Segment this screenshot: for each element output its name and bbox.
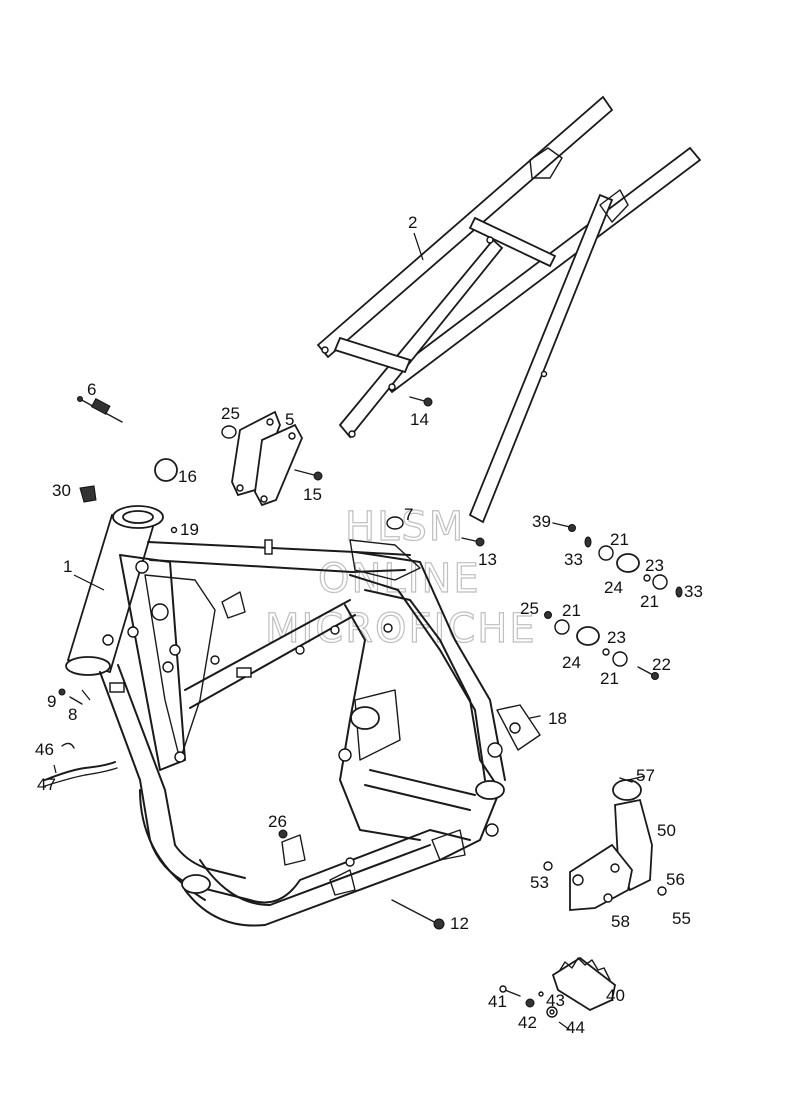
leader-lines	[53, 232, 646, 1031]
callout-33-b: 33	[684, 582, 703, 601]
callout-24-a: 24	[604, 578, 623, 597]
callout-21-a: 21	[610, 530, 629, 549]
callout-42: 42	[518, 1013, 537, 1032]
callout-labels: 1 2 5 6 7 8 9 12 13 14 15 16 18 19 21 21…	[35, 213, 703, 1037]
callout-24-b: 24	[562, 653, 581, 672]
callout-12: 12	[450, 914, 469, 933]
callout-7: 7	[404, 505, 413, 524]
callout-47: 47	[37, 775, 56, 794]
callout-14: 14	[410, 410, 429, 429]
callout-15: 15	[303, 485, 322, 504]
callout-44: 44	[566, 1018, 585, 1037]
callout-46: 46	[35, 740, 54, 759]
callout-2: 2	[408, 213, 417, 232]
callout-5: 5	[285, 410, 294, 429]
callout-30: 30	[52, 481, 71, 500]
callout-39: 39	[532, 512, 551, 531]
callout-21-d: 21	[600, 669, 619, 688]
callout-16: 16	[178, 467, 197, 486]
callout-18: 18	[548, 709, 567, 728]
callout-8: 8	[68, 705, 77, 724]
callout-21-b: 21	[640, 592, 659, 611]
callout-21-c: 21	[562, 601, 581, 620]
callout-26: 26	[268, 812, 287, 831]
callout-19: 19	[180, 520, 199, 539]
callout-25-a: 25	[221, 404, 240, 423]
callout-6: 6	[87, 380, 96, 399]
callout-25-b: 25	[520, 599, 539, 618]
watermark-line-3: MICROFICHE	[265, 606, 537, 652]
rear-subframe	[316, 95, 702, 524]
callout-1: 1	[63, 557, 72, 576]
callout-58: 58	[611, 912, 630, 931]
callout-43: 43	[546, 991, 565, 1010]
callout-33-a: 33	[564, 550, 583, 569]
watermark-line-1: HLSM	[345, 504, 465, 550]
callout-22: 22	[652, 655, 671, 674]
callout-9: 9	[47, 692, 56, 711]
callout-41: 41	[488, 992, 507, 1011]
main-frame	[65, 505, 541, 927]
watermark-line-2: ONLINE	[318, 556, 481, 602]
hardware	[44, 396, 683, 1018]
callout-55: 55	[672, 909, 691, 928]
callout-53: 53	[530, 873, 549, 892]
callout-50: 50	[657, 821, 676, 840]
callout-23-a: 23	[645, 556, 664, 575]
callout-40: 40	[606, 986, 625, 1005]
callout-57: 57	[636, 766, 655, 785]
callout-23-b: 23	[607, 628, 626, 647]
callout-13: 13	[478, 550, 497, 569]
callout-56: 56	[666, 870, 685, 889]
